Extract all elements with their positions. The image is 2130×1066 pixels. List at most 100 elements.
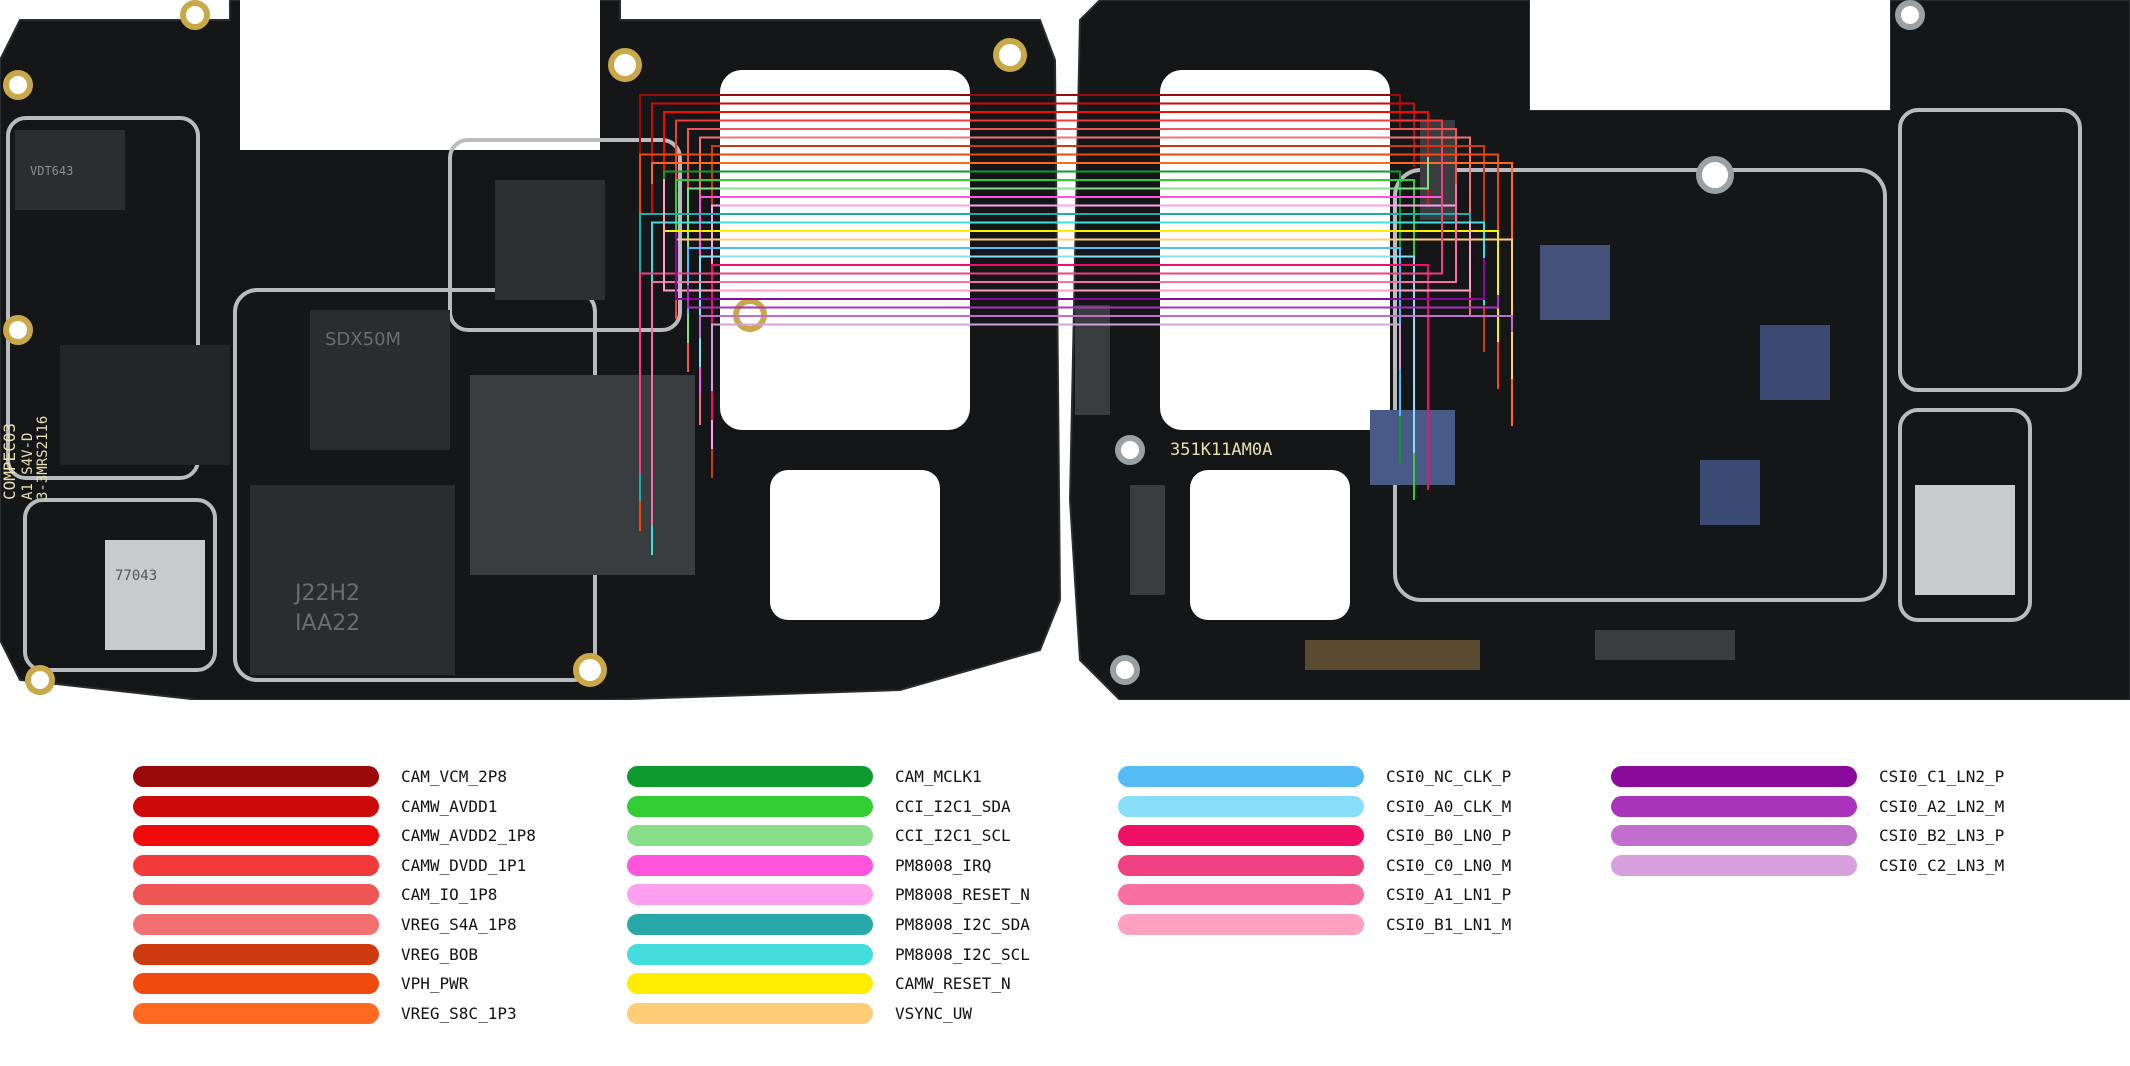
legend-swatch — [627, 884, 873, 906]
legend-swatch — [1118, 854, 1364, 876]
legend-label: CSI0_B0_LN0_P — [1386, 826, 1512, 846]
chip-right-blue-b — [1760, 325, 1830, 400]
legend-item: CSI0_B2_LN3_P — [1611, 821, 2130, 851]
legend-item: CCI_I2C1_SCL — [627, 821, 1147, 851]
legend-label: CAM_VCM_2P8 — [401, 767, 507, 786]
hole-1 — [3, 70, 33, 100]
chip-memory — [250, 485, 455, 675]
cutout-left-bottom — [770, 470, 940, 620]
legend-swatch — [627, 825, 873, 847]
chip-left-soc — [60, 345, 230, 465]
legend-item: VREG_BOB — [133, 940, 653, 970]
connector-right-left — [1075, 305, 1110, 415]
legend-label: PM8008_I2C_SDA — [895, 914, 1030, 934]
signal-trace — [699, 315, 1513, 338]
legend-label: CSI0_C0_LN0_M — [1386, 855, 1512, 875]
legend-item: CSI0_A1_LN1_P — [1118, 880, 1638, 910]
hole-4 — [993, 38, 1027, 72]
legend-label: CAMW_DVDD_1P1 — [401, 855, 527, 875]
signal-trace — [687, 285, 1499, 309]
legend-item: PM8008_RESET_N — [627, 880, 1147, 910]
silk-board-id: 351K11AM0A — [1170, 440, 1272, 460]
shield-right-c — [1898, 408, 2032, 622]
legend-swatch — [1118, 913, 1364, 935]
signal-trace — [711, 323, 1401, 391]
connector-right-bottom-a — [1305, 640, 1480, 670]
legend-label: CAM_IO_1P8 — [401, 885, 498, 905]
chip-vdt643-label: VDT643 — [30, 164, 73, 178]
legend-item: CAM_MCLK1 — [627, 762, 1147, 792]
legend-label: CAMW_AVDD2_1P8 — [401, 826, 536, 846]
legend-swatch — [133, 795, 379, 817]
chip-right-blue-c — [1370, 410, 1455, 485]
cutout-top-right — [1530, 0, 1890, 110]
connector-right-bottom-b — [1595, 630, 1735, 660]
legend-item: CAMW_RESET_N — [627, 969, 1147, 999]
legend-swatch — [133, 1002, 379, 1024]
cutout-left-top — [720, 70, 970, 430]
legend-label: VREG_BOB — [401, 944, 479, 964]
chip-77043 — [105, 540, 205, 650]
pcb-board-photo: COMPEC03 A1 S4V-D 3-3MRS2116 351K11AM0A … — [0, 0, 2130, 700]
legend-swatch — [1118, 884, 1364, 906]
shield-right-a — [1393, 168, 1887, 602]
legend-swatch — [1611, 766, 1857, 787]
legend-item: CSI0_C0_LN0_M — [1118, 851, 1638, 881]
legend-label: CSI0_B1_LN1_M — [1386, 914, 1512, 934]
legend-item: PM8008_I2C_SDA — [627, 910, 1147, 940]
legend-item: CSI0_C1_LN2_P — [1611, 762, 2130, 792]
legend-item: CAM_IO_1P8 — [133, 880, 653, 910]
hole-7 — [25, 665, 55, 695]
chip-sdx50m — [310, 310, 450, 450]
legend-swatch — [1118, 825, 1364, 847]
chip-right-blue-d — [1700, 460, 1760, 525]
legend-item: CSI0_B0_LN0_P — [1118, 821, 1638, 851]
shield-left-d — [448, 138, 682, 332]
chip-right-silver — [1915, 485, 2015, 595]
legend-item: CCI_I2C1_SDA — [627, 792, 1147, 822]
legend-item: CSI0_C2_LN3_M — [1611, 851, 2130, 881]
signal-trace — [699, 255, 1415, 453]
legend-label: CAM_MCLK1 — [895, 767, 982, 786]
silk-compec: COMPEC03 — [0, 423, 19, 500]
signal-trace — [651, 102, 1415, 213]
legend-label: VPH_PWR — [401, 974, 469, 994]
signal-trace — [651, 184, 1457, 526]
legend-item: PM8008_I2C_SCL — [627, 940, 1147, 970]
legend-label: PM8008_I2C_SCL — [895, 944, 1030, 964]
connector-right-left-b — [1130, 485, 1165, 595]
signal-trace — [663, 179, 1471, 292]
legend-item: CSI0_A2_LN2_M — [1611, 792, 2130, 822]
legend-swatch — [133, 973, 379, 995]
silk-a1s4v: A1 S4V-D — [20, 433, 36, 500]
legend-swatch — [1611, 795, 1857, 817]
legend-item: CSI0_A0_CLK_M — [1118, 792, 1638, 822]
legend-swatch — [1611, 854, 1857, 876]
legend-swatch — [133, 825, 379, 847]
legend-label: CSI0_NC_CLK_P — [1386, 767, 1512, 786]
cutout-right-bottom — [1190, 470, 1350, 620]
legend-label: CCI_I2C1_SCL — [895, 826, 1011, 846]
hole-2 — [3, 315, 33, 345]
legend-label: CAMW_AVDD1 — [401, 796, 498, 816]
legend-label: VREG_S8C_1P3 — [401, 1003, 517, 1023]
legend-label: VSYNC_UW — [895, 1003, 973, 1023]
cutout-right-top — [1160, 70, 1390, 430]
legend-label: CSI0_A2_LN2_M — [1879, 796, 2005, 816]
chip-bga — [470, 375, 695, 575]
chip-iaa-label: IAA22 — [295, 611, 360, 636]
shield-left-b — [23, 498, 217, 672]
hole-12 — [1696, 156, 1734, 194]
legend-item: PM8008_IRQ — [627, 851, 1147, 881]
shield-left-a — [6, 116, 200, 480]
hole-8 — [180, 0, 210, 30]
legend-swatch — [133, 766, 379, 787]
hole-11 — [1895, 0, 1925, 30]
legend-item: CAMW_DVDD_1P1 — [133, 851, 653, 881]
legend-label: VREG_S4A_1P8 — [401, 914, 517, 934]
chip-right-blue-a — [1540, 245, 1610, 320]
legend-swatch — [627, 973, 873, 995]
hole-6 — [573, 653, 607, 687]
legend-item: CSI0_NC_CLK_P — [1118, 762, 1638, 792]
